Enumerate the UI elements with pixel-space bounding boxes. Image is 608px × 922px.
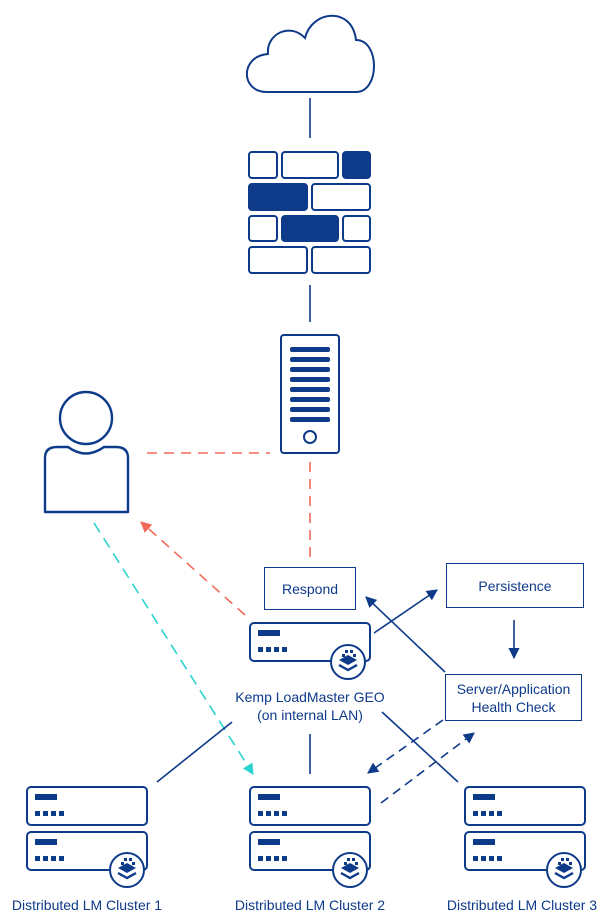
geo-label-line1: Kemp LoadMaster GEO [235, 689, 385, 705]
health-check-box: Server/Application Health Check [445, 674, 582, 721]
geo-to-cluster3-line [381, 711, 459, 783]
loadmaster-geo-icon [249, 622, 371, 681]
cloud-icon [245, 14, 375, 93]
health-check-probe-arrow [367, 719, 444, 774]
persistence-label: Persistence [478, 577, 552, 594]
respond-label: Respond [281, 580, 339, 597]
geo-to-cluster1-line [156, 721, 233, 783]
response-to-user-arrow [140, 521, 246, 616]
client-to-cluster2-arrow [93, 522, 254, 775]
firewall-icon [248, 151, 371, 274]
cluster1-icon [26, 786, 148, 889]
persistence-box: Persistence [446, 563, 584, 608]
geo-label: Kemp LoadMaster GEO (on internal LAN) [210, 688, 410, 724]
cluster2-label: Distributed LM Cluster 2 [234, 897, 386, 913]
user-icon [43, 390, 130, 514]
cluster3-icon [464, 786, 586, 889]
health-check-label-line1: Server/Application [456, 680, 571, 697]
cluster3-label: Distributed LM Cluster 3 [446, 897, 598, 913]
geo-to-persistence-arrow [373, 589, 438, 634]
cluster2-icon [249, 786, 371, 889]
geo-label-line2: (on internal LAN) [257, 707, 363, 723]
health-check-label-line2: Health Check [471, 698, 556, 715]
health-check-reply-arrow [380, 732, 475, 804]
health-to-respond-arrow [365, 596, 446, 673]
server-tower-icon [280, 334, 340, 454]
cluster1-label: Distributed LM Cluster 1 [11, 897, 163, 913]
respond-box: Respond [264, 567, 356, 610]
